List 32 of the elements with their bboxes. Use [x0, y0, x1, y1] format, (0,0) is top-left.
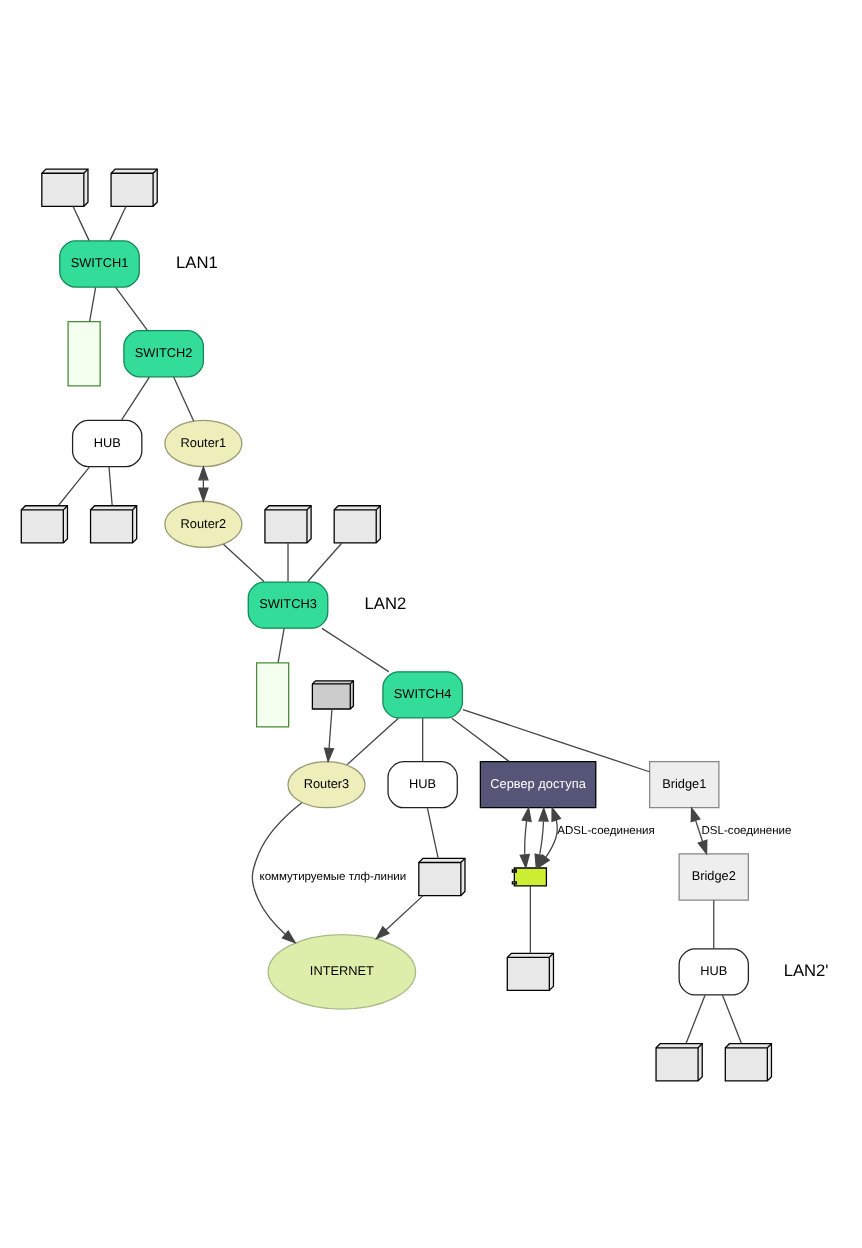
connector — [277, 626, 285, 663]
connector — [109, 204, 127, 241]
label: LAN2 — [364, 592, 407, 613]
arrow — [690, 805, 708, 855]
connector — [115, 285, 148, 330]
label: LAN2' — [783, 959, 829, 980]
connector — [88, 285, 97, 322]
connector — [222, 542, 265, 582]
node-server — [255, 661, 290, 727]
label: LAN1 — [176, 251, 218, 272]
connector — [346, 716, 400, 765]
connector — [685, 993, 706, 1043]
connector — [462, 707, 650, 772]
connector — [721, 993, 743, 1043]
arrow — [323, 707, 335, 763]
arrow — [251, 801, 303, 943]
connector — [451, 716, 510, 761]
connector — [108, 465, 113, 505]
connector — [422, 716, 424, 761]
connector — [426, 806, 439, 858]
node-server — [67, 320, 101, 386]
connector — [72, 204, 90, 241]
connector — [287, 541, 289, 582]
connector — [121, 375, 151, 420]
arrow — [374, 894, 424, 940]
connector — [321, 626, 390, 672]
connector — [307, 541, 343, 582]
connector — [713, 898, 715, 948]
connector — [173, 375, 195, 421]
connector — [58, 465, 90, 505]
connector — [529, 884, 531, 953]
arrow — [519, 805, 532, 869]
